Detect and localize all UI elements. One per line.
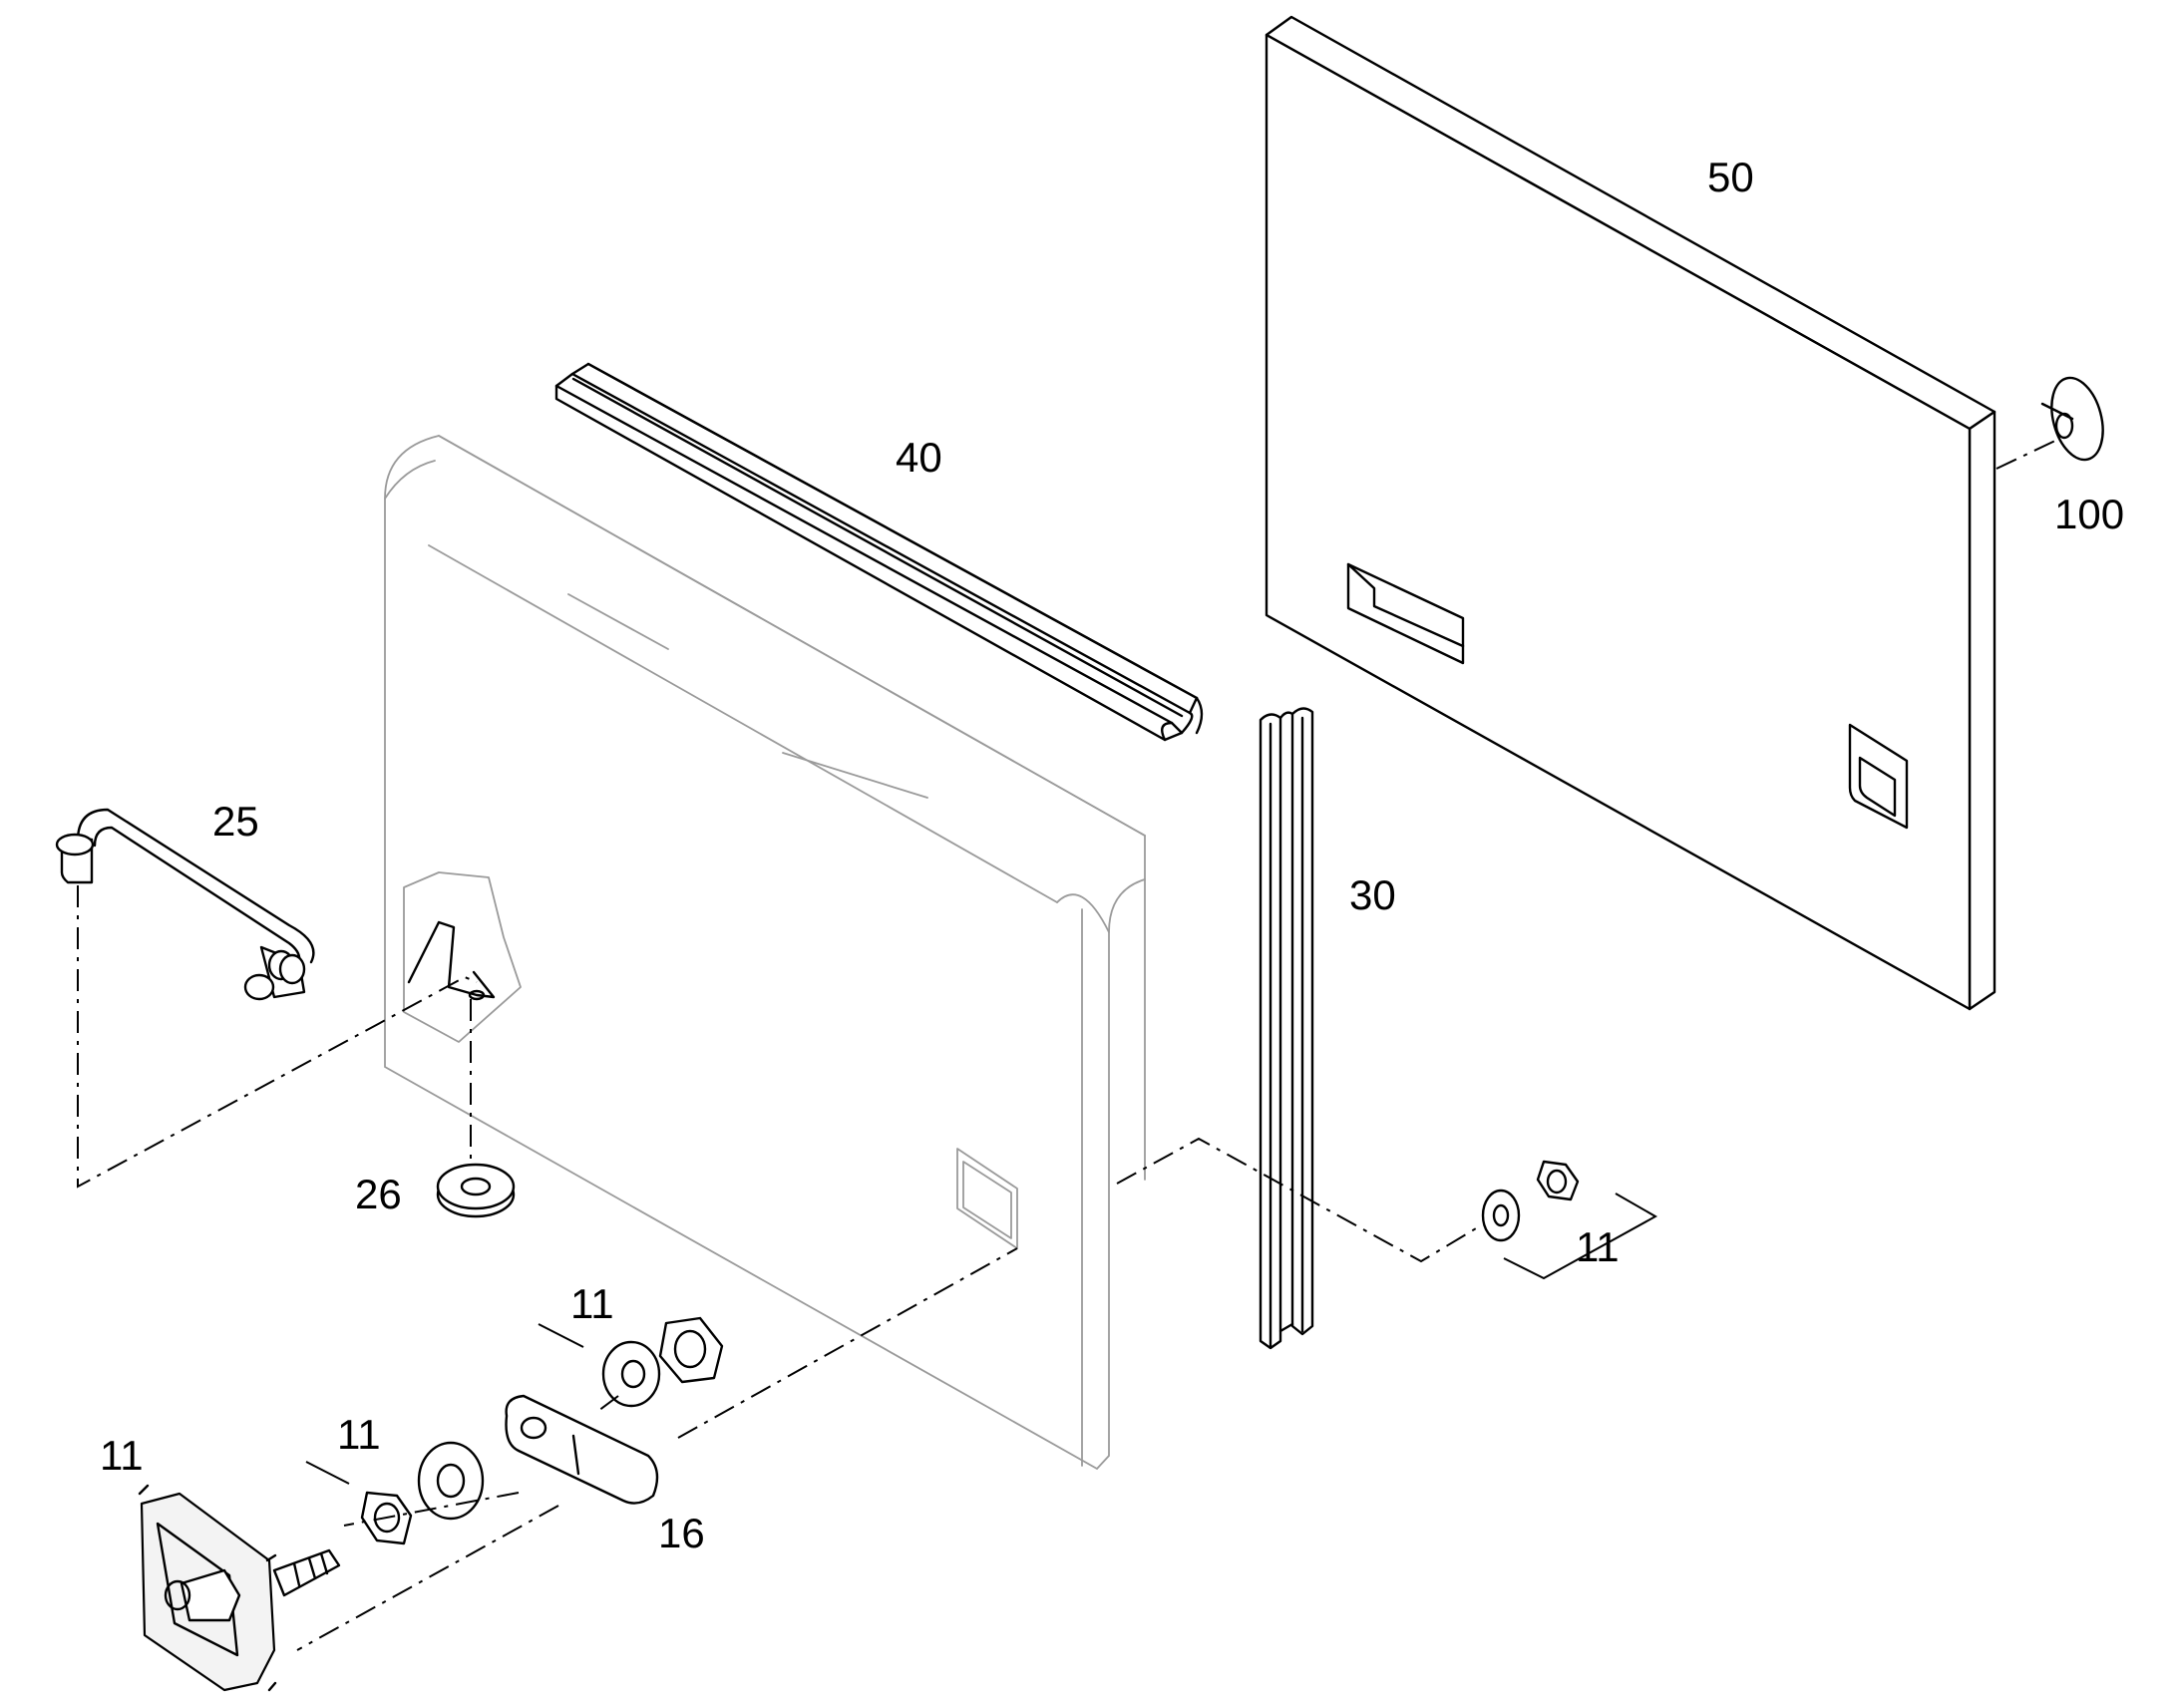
callout-11-right: 11 — [1576, 1223, 1620, 1270]
callout-11-middle: 11 — [570, 1280, 614, 1327]
cam-plate-part-16 — [505, 1247, 1018, 1505]
lower-hardware-group — [305, 1441, 485, 1545]
rod-part-25 — [55, 808, 478, 1189]
top-seal-strip-part-40 — [554, 362, 1204, 742]
callout-11-lower: 11 — [337, 1411, 381, 1458]
washer-part-26 — [436, 999, 516, 1218]
callout-100: 100 — [2054, 491, 2124, 537]
callout-25: 25 — [212, 798, 259, 845]
callout-40: 40 — [896, 434, 942, 481]
door-panel-outline — [384, 435, 1146, 1471]
plug-cap-part-100 — [1996, 376, 2104, 470]
callout-16: 16 — [658, 1510, 705, 1556]
panel-bracket-detail — [403, 871, 522, 1043]
callout-50: 50 — [1707, 154, 1754, 200]
panel-slot-cutout — [1346, 562, 1465, 665]
right-hardware-group — [1116, 1137, 1658, 1280]
middle-hardware-group — [538, 1316, 724, 1408]
callout-30: 30 — [1349, 871, 1396, 918]
vertical-seal-strip-part-30 — [1259, 707, 1314, 1350]
panel-handle-recess — [1848, 723, 1909, 830]
latch-assembly — [138, 1484, 559, 1692]
rear-panel-part-50 — [1265, 15, 1997, 1011]
callout-11-latch: 11 — [100, 1432, 144, 1479]
callout-26: 26 — [355, 1171, 402, 1217]
